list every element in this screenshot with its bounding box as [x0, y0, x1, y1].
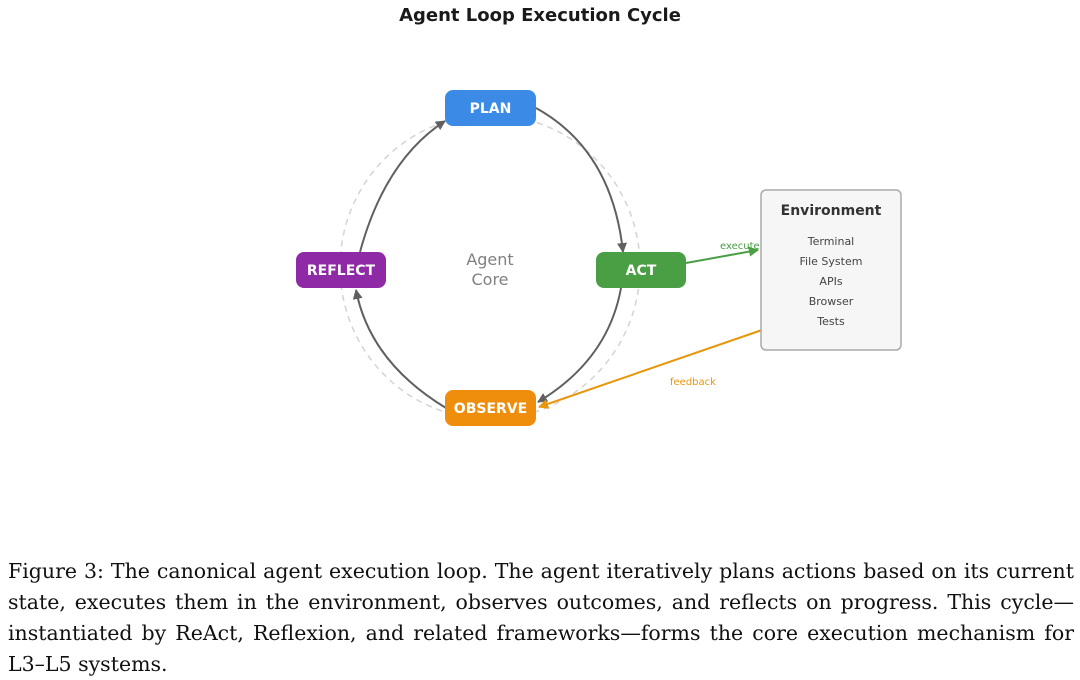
environment-box: Environment Terminal File System APIs Br…: [760, 189, 902, 351]
edge-observe-to-reflect: [352, 289, 447, 409]
edge-feedback: [538, 329, 763, 409]
node-observe: OBSERVE: [445, 390, 536, 426]
diagram-title: Agent Loop Execution Cycle: [399, 5, 681, 26]
edge-execute-label: execute: [720, 241, 760, 252]
node-reflect: REFLECT: [296, 252, 386, 288]
edge-plan-to-act: [535, 107, 628, 253]
agent-core-label-line2: Core: [471, 270, 508, 289]
edge-reflect-to-plan: [359, 120, 446, 253]
node-plan: PLAN: [445, 90, 536, 126]
environment-item: Tests: [816, 315, 845, 328]
environment-item: Browser: [809, 295, 854, 308]
node-reflect-label: REFLECT: [307, 263, 376, 279]
environment-item: File System: [800, 255, 863, 268]
node-act: ACT: [596, 252, 686, 288]
agent-core-label-line1: Agent: [466, 250, 513, 269]
edge-execute: [685, 246, 759, 264]
node-act-label: ACT: [626, 263, 657, 279]
node-observe-label: OBSERVE: [454, 401, 527, 417]
figure-caption: Figure 3: The canonical agent execution …: [8, 559, 1074, 676]
edge-act-to-observe: [537, 287, 622, 403]
edge-feedback-label: feedback: [670, 377, 716, 388]
environment-item: APIs: [819, 275, 842, 288]
node-plan-label: PLAN: [470, 101, 512, 117]
agent-loop-diagram: Agent Loop Execution Cycle execute feedb…: [296, 5, 902, 426]
environment-title: Environment: [781, 203, 882, 219]
environment-item: Terminal: [807, 235, 855, 248]
